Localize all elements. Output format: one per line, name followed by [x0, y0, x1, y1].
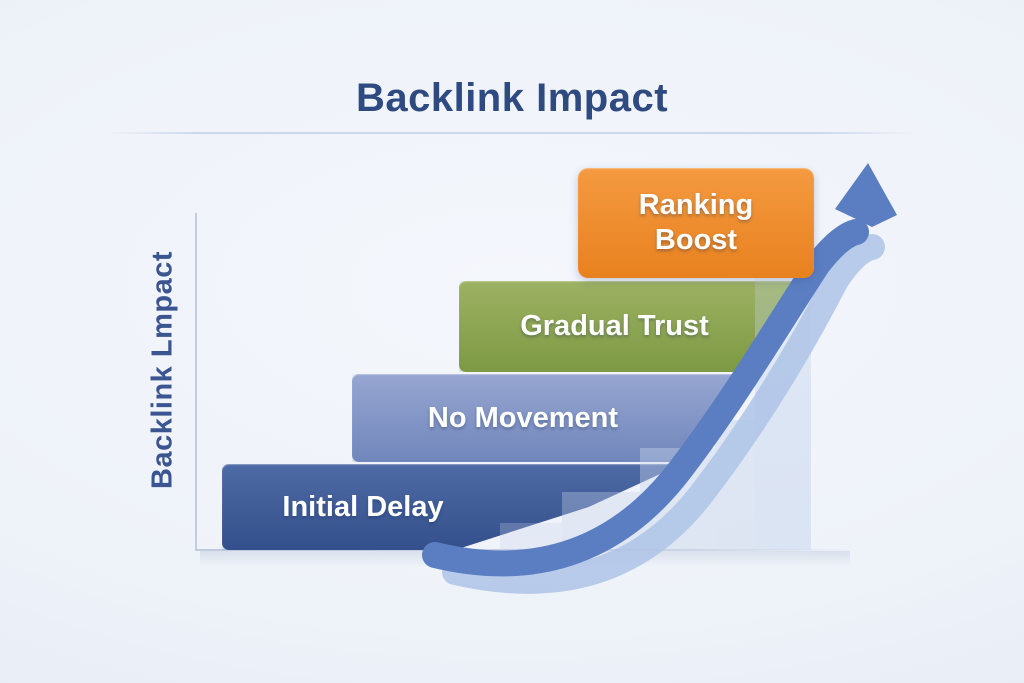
step-label: Ranking Boost [638, 189, 754, 256]
step-label: No Movement [427, 401, 619, 434]
step-label: Initial Delay [282, 490, 444, 523]
ghost-column [562, 492, 640, 550]
ghost-column [755, 278, 811, 550]
page-title: Backlink Impact [355, 76, 669, 120]
ghost-column [500, 523, 562, 550]
baseline-shadow [200, 551, 850, 567]
step-label: Gradual Trust [520, 310, 709, 342]
y-axis-line [195, 213, 197, 550]
step-ranking-boost: Ranking Boost [578, 168, 814, 278]
y-axis-label: Backlink Lmpact [146, 251, 179, 489]
ghost-column [640, 448, 715, 550]
growth-arrow-head [835, 163, 897, 227]
title-divider [105, 132, 915, 134]
ghost-column [715, 420, 755, 550]
